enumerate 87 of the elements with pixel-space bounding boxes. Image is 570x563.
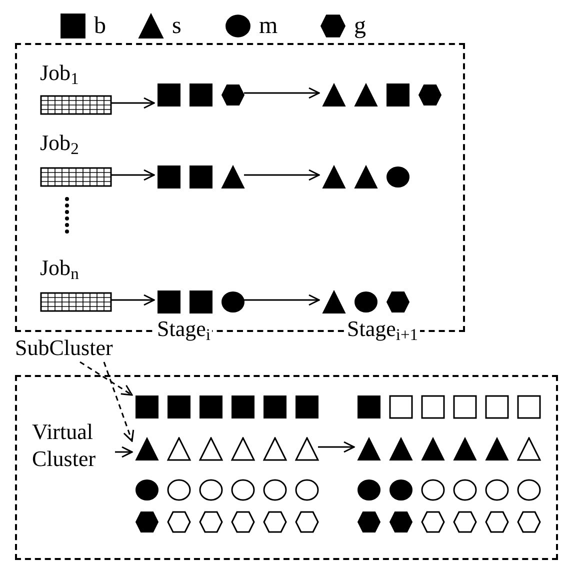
legend-label: s xyxy=(172,12,182,40)
arrow xyxy=(318,441,355,453)
task-square xyxy=(421,395,445,419)
task-circle xyxy=(263,478,287,502)
task-triangle xyxy=(322,83,346,107)
task-square xyxy=(189,290,213,314)
task-hexagon xyxy=(421,510,445,534)
task-triangle xyxy=(322,290,346,314)
task-square xyxy=(386,83,410,107)
task-square xyxy=(389,395,413,419)
task-square xyxy=(199,395,223,419)
task-hexagon xyxy=(263,510,287,534)
task-square xyxy=(157,165,181,189)
job-label: Job$_{2}$ xyxy=(40,130,79,156)
task-triangle xyxy=(354,165,378,189)
task-circle xyxy=(421,478,445,502)
task-square xyxy=(263,395,287,419)
legend-label: m xyxy=(259,12,278,40)
task-hexagon xyxy=(135,510,159,534)
job-label: Job$_{n}$ xyxy=(40,255,79,281)
task-triangle xyxy=(421,437,445,461)
task-triangle xyxy=(389,437,413,461)
arrow xyxy=(103,362,134,442)
task-triangle xyxy=(231,437,255,461)
task-hexagon xyxy=(386,290,410,314)
task-hexagon xyxy=(231,510,255,534)
task-square xyxy=(167,395,191,419)
task-triangle xyxy=(485,437,509,461)
task-hexagon xyxy=(295,510,319,534)
task-square xyxy=(189,165,213,189)
task-triangle xyxy=(221,165,245,189)
legend-label: b xyxy=(94,12,106,40)
task-circle xyxy=(354,290,378,314)
task-circle xyxy=(517,478,541,502)
task-circle xyxy=(389,478,413,502)
arrow xyxy=(111,169,155,181)
arrow xyxy=(244,294,320,306)
task-circle xyxy=(231,478,255,502)
task-triangle xyxy=(357,437,381,461)
legend-label: g xyxy=(354,12,366,40)
task-triangle xyxy=(167,437,191,461)
cluster-label: Virtual Cluster xyxy=(32,418,97,472)
task-hexagon xyxy=(389,510,413,534)
task-square xyxy=(135,395,159,419)
task-triangle xyxy=(263,437,287,461)
task-triangle xyxy=(453,437,477,461)
task-circle xyxy=(453,478,477,502)
task-hexagon xyxy=(517,510,541,534)
task-square xyxy=(295,395,319,419)
task-hexagon xyxy=(221,83,245,107)
cluster-label: SubCluster xyxy=(15,334,114,361)
task-square xyxy=(189,83,213,107)
task-circle xyxy=(485,478,509,502)
task-square xyxy=(517,395,541,419)
task-square xyxy=(485,395,509,419)
task-circle xyxy=(199,478,223,502)
task-hexagon xyxy=(357,510,381,534)
arrow xyxy=(111,97,155,109)
task-circle xyxy=(386,165,410,189)
task-hexagon xyxy=(453,510,477,534)
arrow xyxy=(244,169,320,181)
task-hexagon xyxy=(485,510,509,534)
task-triangle xyxy=(354,83,378,107)
task-circle xyxy=(295,478,319,502)
task-triangle xyxy=(517,437,541,461)
task-triangle xyxy=(295,437,319,461)
task-hexagon xyxy=(418,83,442,107)
task-circle xyxy=(135,478,159,502)
task-square xyxy=(357,395,381,419)
job-label: Job$_{1}$ xyxy=(40,60,79,86)
task-circle xyxy=(357,478,381,502)
task-triangle xyxy=(135,437,159,461)
task-triangle xyxy=(322,165,346,189)
task-circle xyxy=(221,290,245,314)
arrow xyxy=(244,87,320,99)
task-square xyxy=(453,395,477,419)
task-square xyxy=(231,395,255,419)
task-hexagon xyxy=(199,510,223,534)
arrow xyxy=(115,446,133,458)
arrow xyxy=(111,294,155,306)
task-square xyxy=(157,83,181,107)
task-hexagon xyxy=(167,510,191,534)
dashed-frame xyxy=(15,375,558,560)
task-square xyxy=(157,290,181,314)
arrow xyxy=(80,361,133,396)
task-circle xyxy=(167,478,191,502)
task-triangle xyxy=(199,437,223,461)
